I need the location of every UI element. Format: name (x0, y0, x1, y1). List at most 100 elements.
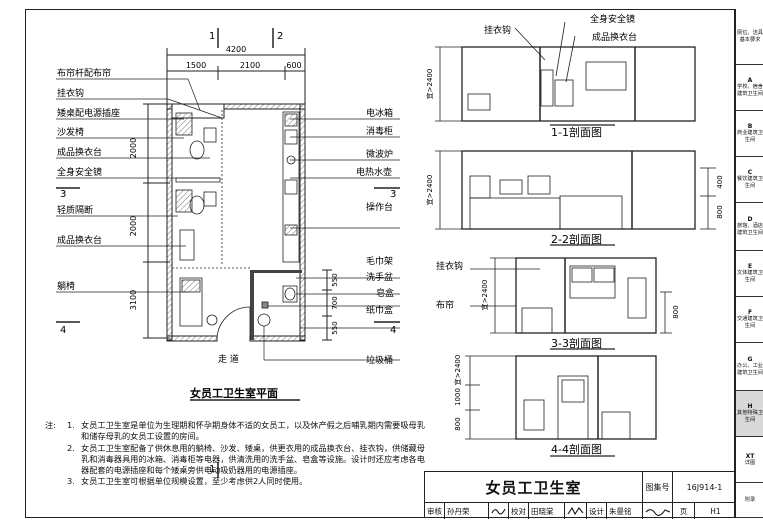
tab-label: 办公、工业建筑卫生间 (737, 363, 763, 376)
tab-letter: A (747, 77, 753, 84)
s3-label-coat-hook: 挂衣钩 (436, 260, 463, 272)
s2-dim-r2: 800 (716, 205, 724, 218)
dim-top-total: 4200 (226, 45, 246, 54)
dim-right-c: 550 (331, 321, 339, 334)
note-3: 3. 女员工卫生室可根据单位规模设置，至少考虑供2人同时使用。 (45, 476, 430, 487)
signature-row: 审核 孙丹荣 校对 田晓棠 设计 朱曼铭 页 H1 (425, 503, 736, 519)
note-text: 女员工卫生室配备了供休息用的躺椅、沙发、矮桌，供更衣用的成品换衣台、挂衣钩，供储… (81, 442, 425, 476)
tab-label: 其他特殊卫生间 (737, 410, 763, 423)
plan-walls (166, 103, 306, 342)
note-number: 2. (67, 442, 75, 453)
tab-letter: H (747, 403, 753, 410)
s1-label-coat-hook: 挂衣钩 (484, 24, 511, 36)
label-partition: 轻质隔断 (57, 204, 93, 216)
label-kettle: 电热水壶 (356, 166, 392, 178)
s2-title: 2-2剖面图 (551, 232, 602, 246)
section-mark-4-left: 4 (60, 325, 66, 336)
page-label: 页 (673, 503, 695, 519)
dim-top-c: 600 (286, 61, 301, 70)
section-mark-1-top: 1 (209, 31, 215, 42)
tab-letter: C (747, 169, 753, 176)
s4-title: 4-4剖面图 (551, 442, 602, 456)
s1-label-changing: 成品换衣台 (592, 31, 637, 43)
tab-letter: F (747, 309, 753, 316)
tab-appendix[interactable]: 附录 (736, 483, 763, 518)
atlas-label: 图集号 (643, 472, 673, 503)
label-safety-mirror: 全身安全镜 (57, 166, 102, 178)
note-text: 女员工卫生室可根据单位规模设置，至少考虑供2人同时使用。 (81, 476, 308, 487)
label-curtain-rail: 布帘杆配布帘 (57, 67, 111, 79)
atlas-number: 16J914-1 (673, 472, 736, 503)
plan-leaders-left (56, 78, 223, 293)
note-number: 1. (67, 420, 75, 430)
corridor-label: 走 道 (218, 353, 239, 365)
note-1: 注: 1. 女员工卫生室是单位为生理期和怀孕期身体不适的女员工，以及休产假之后哺… (45, 420, 430, 443)
section-mark-1-bottom: 1 (209, 464, 215, 475)
label-trash-bin: 垃圾桶 (366, 354, 393, 366)
s3-dim: 宜>2400 (480, 280, 489, 311)
plan-furniture (172, 110, 300, 341)
dim-left-b: 2000 (129, 216, 138, 236)
checker-name: 田晓棠 (529, 503, 565, 519)
tab-label: 商业建筑卫生间 (737, 130, 763, 143)
label-changing-table: 成品换衣台 (57, 146, 102, 158)
dim-left-c: 3100 (129, 290, 138, 310)
check-label: 校对 (509, 503, 529, 519)
page-number: H1 (710, 506, 721, 516)
label-sofa: 沙发椅 (57, 126, 84, 138)
label-microwave: 微波炉 (366, 148, 393, 160)
section-mark-3-right: 3 (390, 189, 396, 200)
reviewer-name: 孙丹荣 (445, 503, 489, 519)
design-notes: 注: 1. 女员工卫生室是单位为生理期和怀孕期身体不适的女员工，以及休产假之后哺… (45, 420, 430, 488)
note-2: 2. 女员工卫生室配备了供休息用的躺椅、沙发、矮桌，供更衣用的成品换衣台、挂衣钩… (45, 443, 430, 477)
dim-top-a: 1500 (186, 61, 206, 70)
tab-letter: B (747, 123, 753, 130)
tab-label: 餐饮建筑卫生间 (737, 176, 763, 189)
label-fridge: 电冰箱 (366, 107, 393, 119)
tab-label: 交通建筑卫生间 (737, 316, 763, 329)
tab-letter: E (747, 263, 753, 270)
dim-right-a: 550 (331, 273, 339, 286)
plan-title: 女员工卫生室平面 (190, 386, 278, 400)
section-1-1-drawing (435, 21, 696, 126)
s1-label-mirror: 全身安全镜 (590, 13, 635, 25)
tab-label: 旅馆、酒店建筑卫生间 (737, 223, 763, 236)
section-mark-2-top: 2 (277, 31, 283, 42)
s4-dim-bot: 800 (454, 417, 462, 430)
dim-top-b: 2100 (240, 61, 260, 70)
dim-right-b: 700 (331, 296, 339, 309)
note-number: 3. (67, 476, 75, 487)
dim-left-a: 2000 (129, 138, 138, 158)
reviewer-signature (489, 503, 509, 519)
tab-letter: XT (745, 452, 755, 460)
label-washbasin: 洗手盆 (366, 271, 393, 283)
label-sterilizer: 消毒柜 (366, 125, 393, 137)
design-label: 设计 (587, 503, 607, 519)
label-changing-table-2: 成品换衣台 (57, 234, 102, 246)
label-low-table: 矮桌配电源插座 (57, 107, 120, 119)
section-mark-3-left: 3 (60, 189, 66, 200)
tab-label: 文体建筑卫生间 (737, 270, 763, 283)
plan-leaders-right (263, 118, 400, 361)
label-counter: 操作台 (366, 201, 393, 213)
section-4-4-drawing (465, 355, 657, 457)
review-label: 审核 (425, 503, 445, 519)
section-2-2-drawing (435, 150, 716, 246)
tab-label: 厕位、洁具基本要求 (737, 29, 763, 43)
label-lounge-chair: 躺椅 (57, 280, 75, 292)
s3-dim-r: 800 (672, 305, 680, 318)
tab-basics[interactable]: 厕位、洁具基本要求 (736, 9, 763, 65)
tab-letter: D (747, 216, 753, 223)
s3-label-curtain: 布帘 (436, 299, 454, 311)
tab-label: 附录 (744, 496, 756, 503)
